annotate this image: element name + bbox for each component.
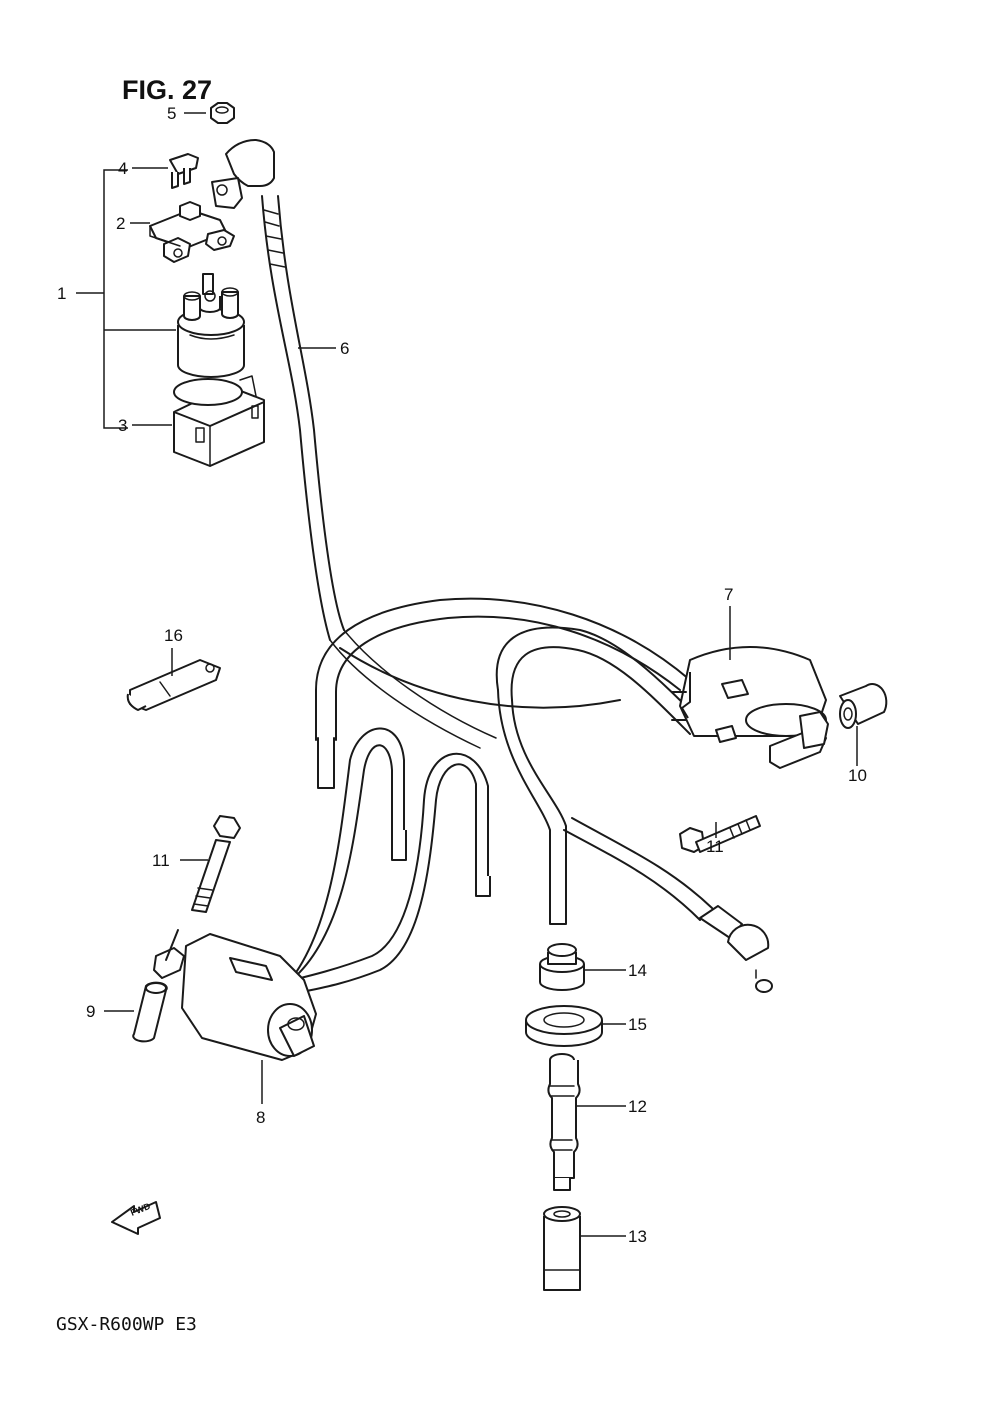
callout-11-right: 11 (706, 837, 724, 856)
part-1-starter-relay (177, 273, 245, 378)
part-16-clamp (126, 659, 221, 711)
callout-12: 12 (628, 1097, 647, 1116)
callout-16: 16 (164, 626, 183, 645)
callout-13: 13 (628, 1227, 647, 1246)
callout-15: 15 (628, 1015, 647, 1034)
part-7-ignition-coil (315, 597, 829, 993)
callout-11-left: 11 (152, 851, 170, 870)
part-4-fuse (169, 153, 199, 189)
part-8-ignition-coil (153, 727, 491, 1061)
part-2-bracket (149, 201, 235, 263)
callout-10: 10 (848, 766, 867, 785)
callout-8: 8 (256, 1108, 265, 1127)
part-5-nut (210, 102, 235, 124)
fwd-direction-arrow: FWD (111, 1201, 161, 1235)
figure-title: FIG. 27 (122, 75, 212, 105)
callout-14: 14 (628, 961, 647, 980)
part-11-bolt-right (679, 815, 761, 853)
callout-labels: 5 4 2 1 3 6 7 16 10 11 11 9 8 14 15 12 1… (57, 104, 867, 1246)
callout-6: 6 (340, 339, 349, 358)
model-code: GSX-R600WP E3 (56, 1314, 197, 1335)
part-12-plug-cap (547, 1053, 581, 1191)
part-9-sleeve (132, 981, 168, 1043)
callout-1: 1 (57, 284, 66, 303)
part-14-grommet (539, 943, 585, 991)
part-6-battery-cable (211, 139, 497, 749)
part-10-cap (839, 683, 888, 729)
part-3-relay-cover (173, 375, 265, 467)
callout-7: 7 (724, 585, 733, 604)
callout-9: 9 (86, 1002, 95, 1021)
callout-3: 3 (118, 416, 127, 435)
leader-lines (76, 112, 858, 1237)
callout-4: 4 (118, 159, 127, 178)
part-13-boot (543, 1206, 581, 1291)
callout-2: 2 (116, 214, 125, 233)
part-15-washer (525, 1005, 603, 1047)
group-1-bracket (103, 169, 128, 429)
part-11-bolt-left (191, 815, 241, 913)
callout-5: 5 (167, 104, 176, 123)
